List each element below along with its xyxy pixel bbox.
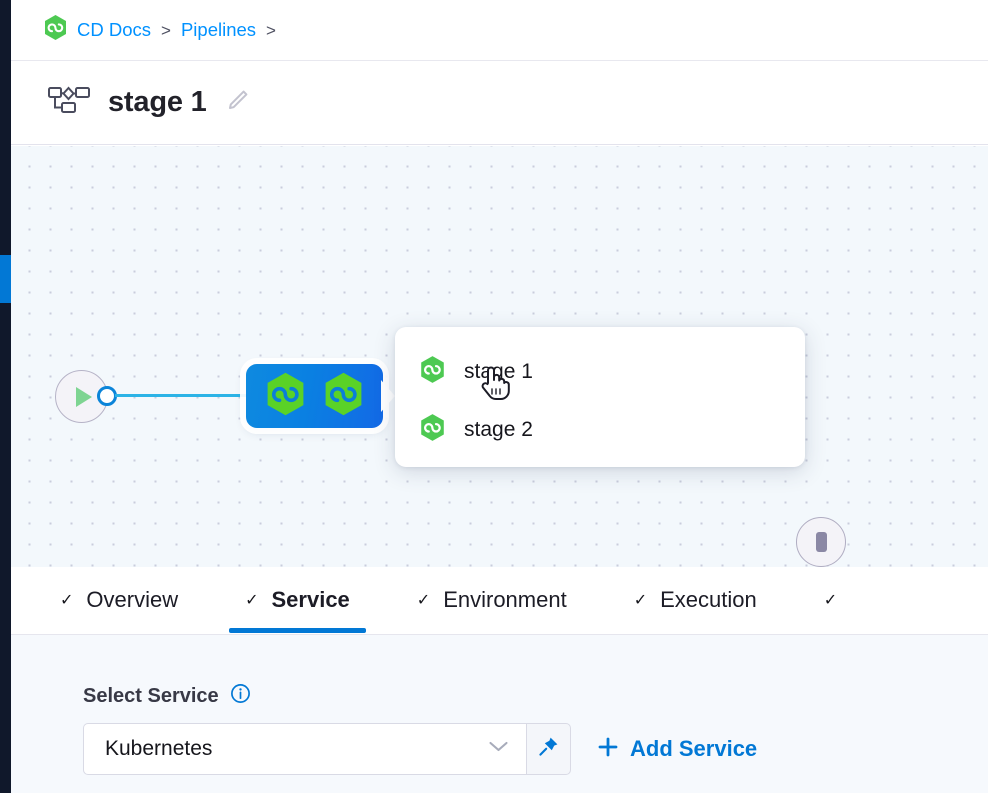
tab-label: Service [271, 587, 350, 612]
chevron-down-icon [488, 740, 509, 758]
cd-hexagon-icon [419, 355, 446, 389]
breadcrumb-separator: > [266, 20, 276, 40]
check-icon: ✓ [245, 592, 259, 609]
tab-label: Environment [443, 587, 567, 612]
page-title: stage 1 [108, 86, 207, 118]
add-service-label: Add Service [630, 736, 758, 761]
edit-pencil-icon[interactable] [225, 88, 250, 118]
cd-hexagon-icon [264, 371, 307, 422]
start-connector-dot[interactable] [97, 386, 117, 406]
plus-icon [597, 736, 619, 763]
select-service-dropdown[interactable]: Kubernetes [83, 723, 526, 775]
page-header: stage 1 [11, 61, 988, 145]
stage-group-arrow [381, 380, 395, 412]
select-service-label: Select Service [83, 684, 219, 707]
pipeline-connector-line [115, 394, 250, 398]
breadcrumb-link-pipelines[interactable]: Pipelines [180, 19, 257, 40]
stage-list-popover: stage 1 stage 2 [395, 327, 805, 467]
pin-service-button[interactable] [526, 723, 571, 775]
nav-rail-active-indicator[interactable] [0, 255, 11, 303]
tab-environment[interactable]: ✓ Environment [401, 567, 583, 633]
stage-group-node[interactable] [246, 364, 383, 428]
nav-rail [0, 0, 11, 793]
pin-icon [537, 735, 560, 763]
pipeline-end-node[interactable] [796, 517, 846, 567]
pipeline-stage-icon [48, 84, 90, 121]
play-icon [76, 386, 92, 407]
popover-item-label: stage 1 [464, 360, 533, 383]
check-icon: ✓ [633, 592, 648, 609]
tab-execution[interactable]: ✓ Execution [618, 567, 773, 633]
popover-item-stage-2[interactable]: stage 2 [395, 401, 805, 459]
service-form-panel: Select Service Kubernetes [11, 635, 988, 793]
stage-tab-bar: ✓ Overview ✓ Service ✓ Environment ✓ Exe… [11, 567, 988, 635]
tab-service[interactable]: ✓ Service [229, 567, 366, 633]
check-icon: ✓ [416, 592, 431, 609]
breadcrumb-link-cd-docs[interactable]: CD Docs [77, 19, 152, 40]
select-service-value: Kubernetes [105, 737, 213, 760]
popover-item-stage-1[interactable]: stage 1 [395, 343, 805, 401]
cd-hexagon-icon [322, 371, 365, 422]
tab-label: Overview [86, 587, 179, 612]
tab-label: Execution [660, 587, 757, 612]
check-icon: ✓ [60, 592, 74, 609]
breadcrumb-separator: > [161, 20, 171, 40]
check-icon: ✓ [823, 592, 838, 609]
cd-hexagon-icon [419, 413, 446, 447]
cd-hexagon-icon [43, 14, 68, 46]
breadcrumb: CD Docs > Pipelines > [11, 0, 988, 61]
tab-advanced-truncated[interactable]: ✓ [808, 567, 866, 633]
info-circle-icon[interactable] [230, 683, 251, 709]
add-service-button[interactable]: Add Service [597, 736, 757, 763]
stop-icon [815, 532, 827, 552]
tab-overview[interactable]: ✓ Overview [44, 567, 194, 633]
popover-item-label: stage 2 [464, 418, 533, 441]
